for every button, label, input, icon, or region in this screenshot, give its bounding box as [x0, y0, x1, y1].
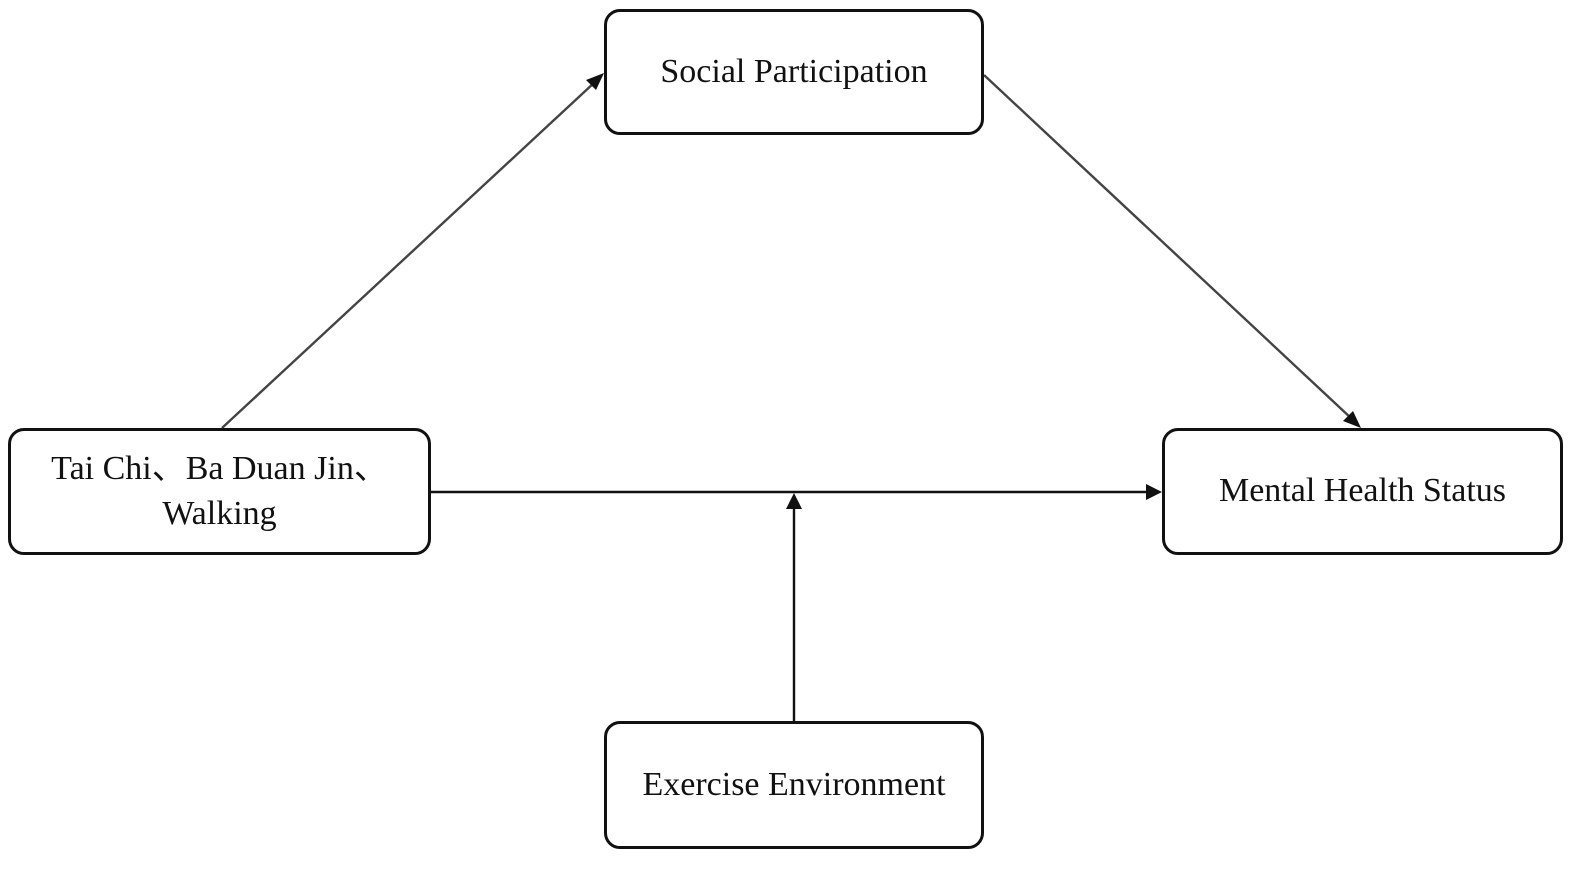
edge-social-to-mental — [983, 74, 1361, 428]
edge-exercise-to-mental-arrowhead — [1146, 484, 1162, 500]
node-exercise-types-line1: Tai Chi、Ba Duan Jin、 — [51, 449, 388, 487]
node-exercise-types-line2: Walking — [162, 494, 277, 532]
node-mental-health-status: Mental Health Status — [1162, 428, 1563, 555]
edge-exercise-to-social-arrowhead — [586, 73, 604, 90]
edge-exercise-to-mental — [431, 484, 1162, 500]
edge-exercise-to-social-line — [221, 81, 596, 429]
node-exercise-environment: Exercise Environment — [604, 721, 984, 849]
node-social-participation: Social Participation — [604, 9, 984, 135]
edge-exercise-to-social — [221, 73, 604, 429]
node-exercise-types: Tai Chi、Ba Duan Jin、 Walking — [8, 428, 431, 555]
edge-social-to-mental-line — [983, 74, 1353, 420]
node-social-participation-label: Social Participation — [660, 52, 928, 90]
node-exercise-environment-label: Exercise Environment — [642, 765, 946, 803]
edge-social-to-mental-arrowhead — [1343, 411, 1361, 428]
edge-environment-moderation — [786, 493, 802, 721]
edge-environment-moderation-arrowhead — [786, 493, 802, 509]
node-exercise-types-label: Tai Chi、Ba Duan Jin、 Walking — [41, 447, 398, 537]
node-mental-health-status-label: Mental Health Status — [1218, 472, 1507, 510]
